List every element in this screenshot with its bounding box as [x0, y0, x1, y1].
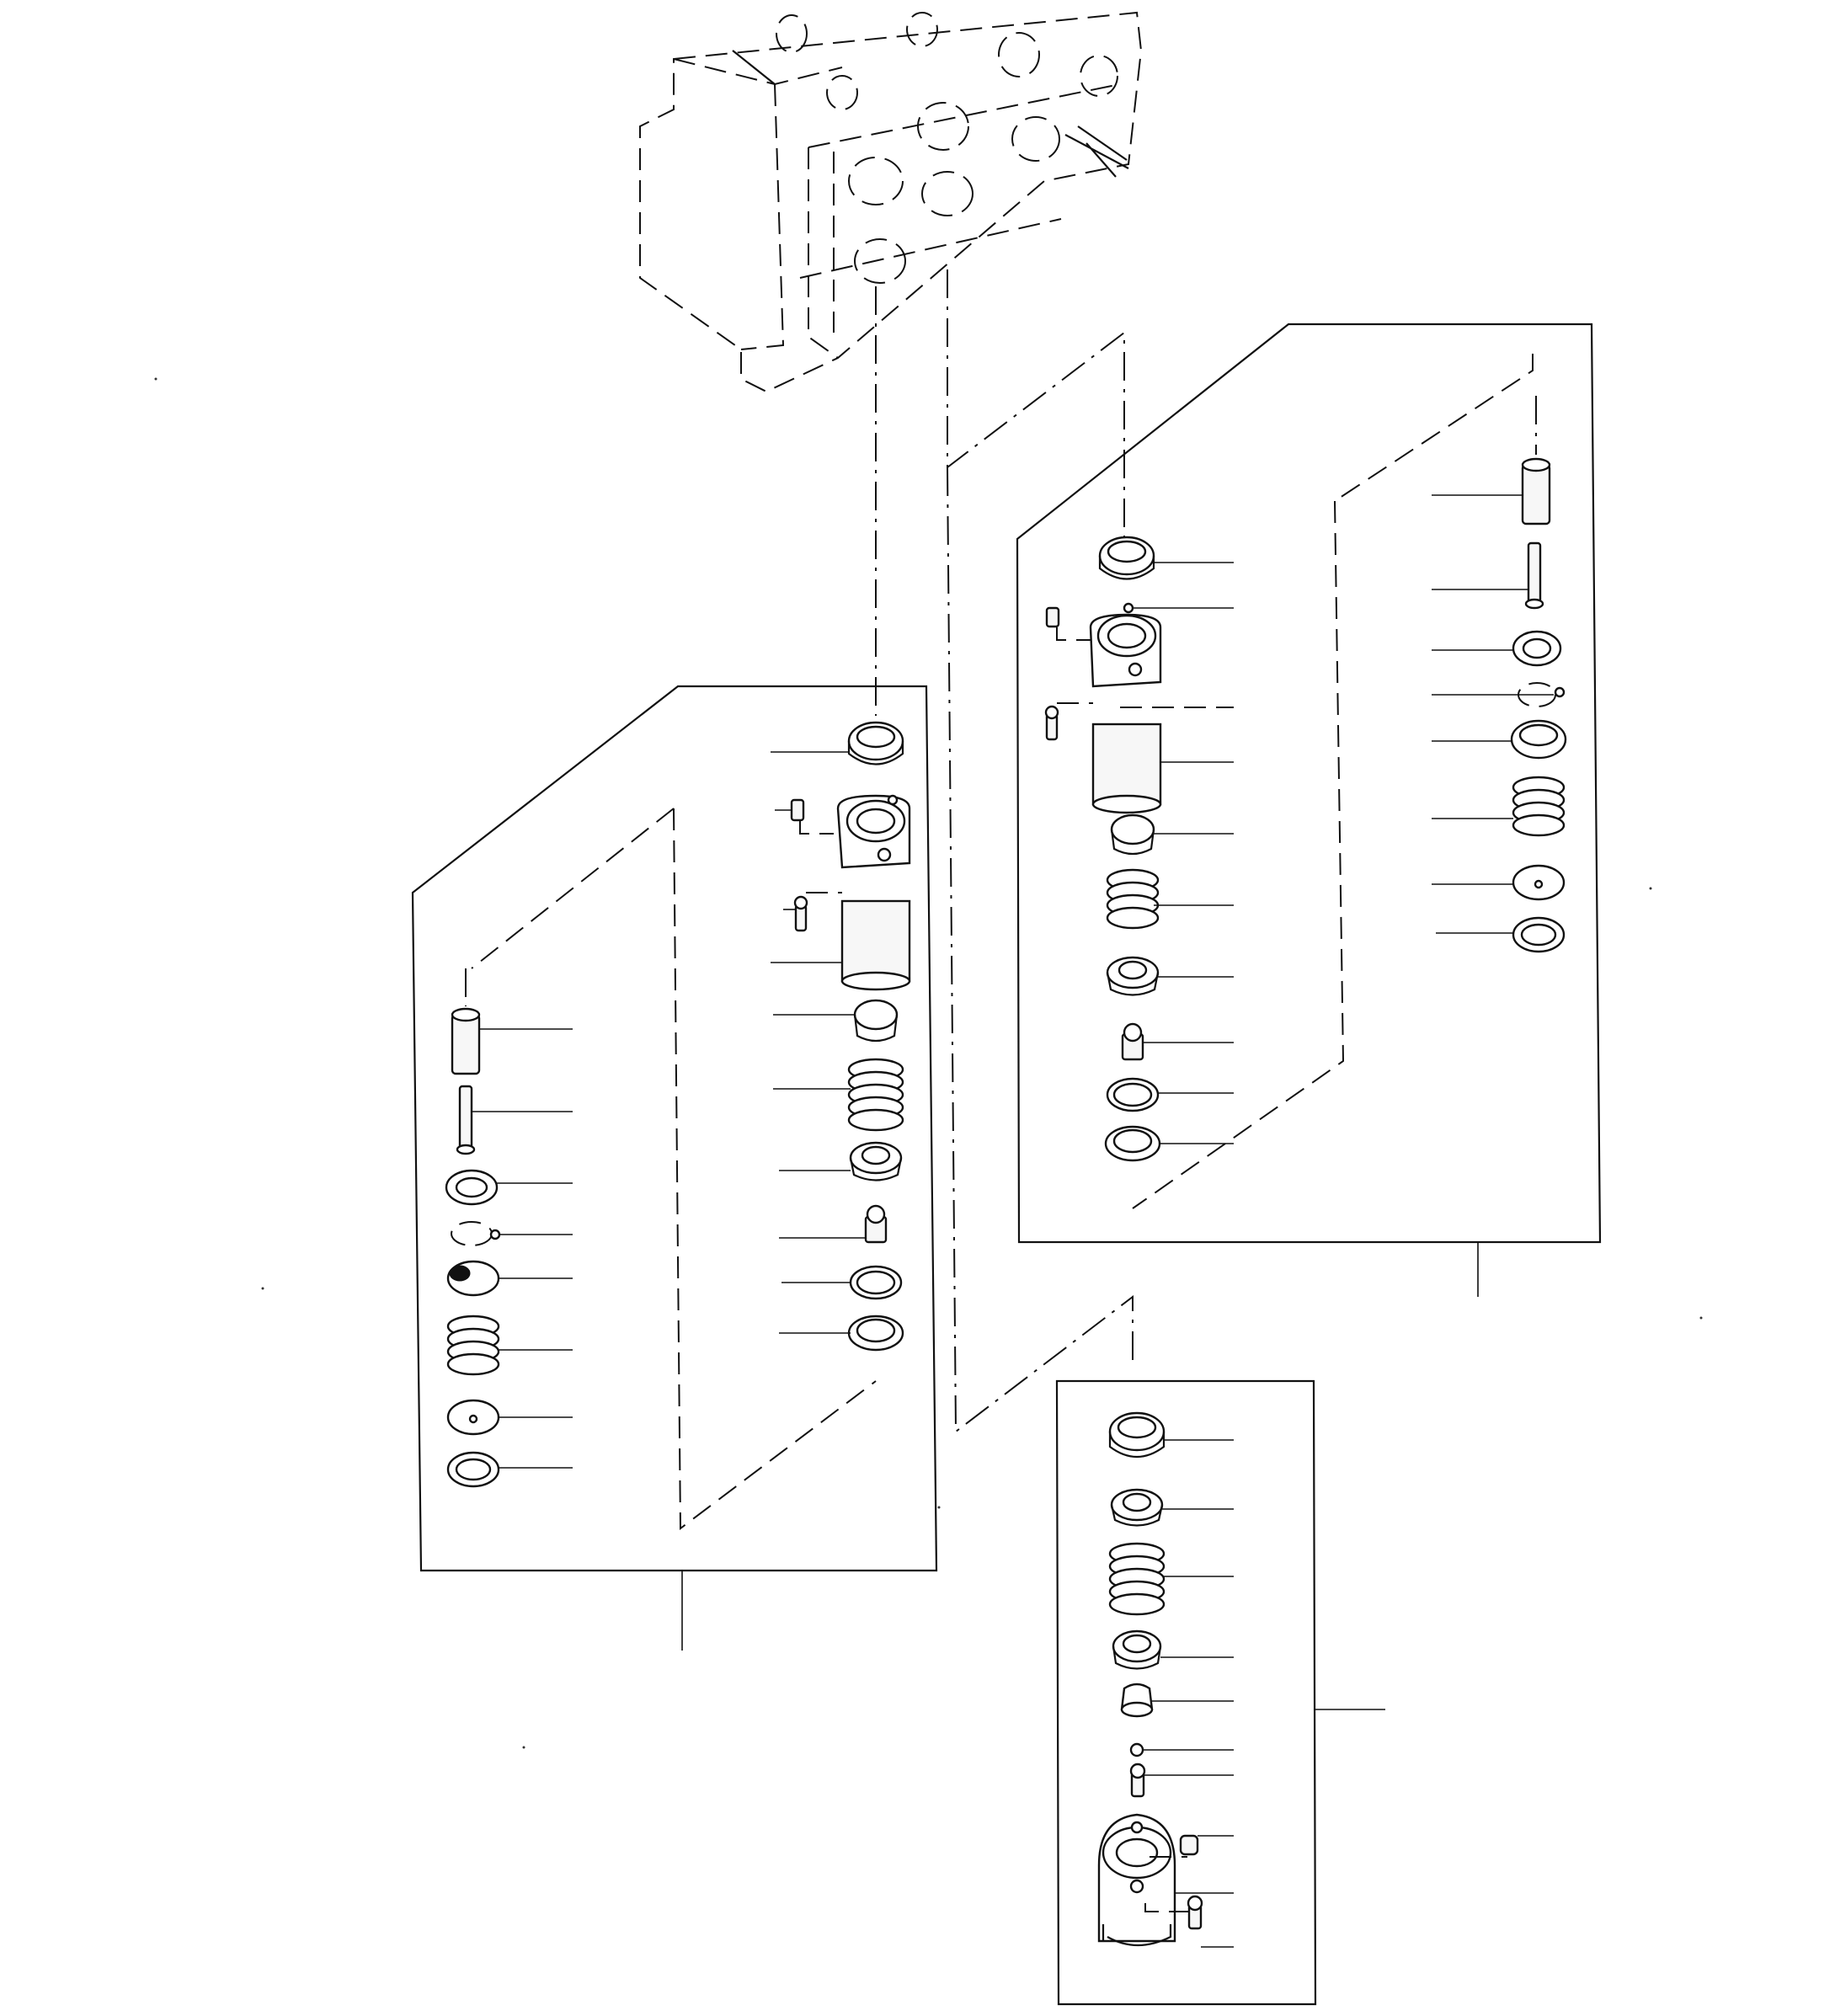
piston-bottom-icon [1120, 1683, 1234, 1718]
seat-ring-bottom-icon [1108, 1411, 1234, 1458]
ball-right-icon [1432, 682, 1566, 707]
plug-small-icon [775, 798, 834, 835]
scan-dots [154, 377, 1703, 1749]
poppet-right-icon [1110, 813, 1234, 856]
center-lines [875, 269, 1134, 1434]
spring-bottom-icon [1108, 1542, 1234, 1616]
needle-pin-icon [456, 1085, 573, 1155]
relief-valve-right-icon [1016, 323, 1602, 1297]
spring-icon [773, 1058, 904, 1132]
seat-washer-icon [445, 1169, 573, 1206]
screw-small-bottom-icon [1144, 1895, 1234, 1948]
seat-washer-right-icon [1432, 630, 1562, 667]
ring-left-icon [446, 1451, 573, 1488]
poppet-bottom-icon [1112, 1629, 1234, 1670]
screw-bottom-icon [1129, 1763, 1234, 1798]
cap-disc-right-icon [1432, 864, 1566, 901]
plug-bottom-icon [1179, 1834, 1234, 1856]
seat-ring-icon [771, 721, 904, 765]
pilot-plunger-right-icon [1432, 396, 1551, 525]
relief-valve-left-icon [411, 685, 938, 1651]
ring-right-icon [1436, 916, 1566, 953]
screw-small-icon [783, 892, 842, 932]
piston-right-icon [1121, 1022, 1234, 1061]
flange-body-icon [771, 794, 911, 991]
spring-seat-right-icon [1432, 719, 1567, 760]
ball-icon [451, 1221, 573, 1246]
backup-ring-icon [779, 1315, 904, 1352]
relief-valve-bottom-icon [1055, 1379, 1385, 2006]
plug-small-right-icon [1045, 606, 1091, 641]
pilot-plunger-icon [451, 968, 573, 1075]
flange-body-right-icon [1089, 602, 1234, 814]
o-ring-right-icon [1106, 1077, 1234, 1112]
piston-icon [779, 1204, 888, 1244]
sleeve-bottom-icon [1110, 1488, 1234, 1527]
sleeve-icon [779, 1141, 903, 1181]
screw-small-right-icon [1044, 702, 1234, 741]
ball-bottom-icon [1129, 1742, 1234, 1757]
backup-ring-right-icon [1104, 1125, 1234, 1162]
needle-pin-right-icon [1432, 541, 1544, 610]
spring-left-icon [446, 1315, 573, 1376]
sleeve-right-icon [1106, 956, 1234, 996]
spring-main-right-icon [1106, 868, 1234, 930]
poppet-icon [773, 999, 899, 1043]
seat-ring-right-icon [1098, 536, 1234, 580]
valve-block-outline-icon [639, 11, 1143, 393]
spring-seat-icon [446, 1260, 573, 1297]
cap-disc-icon [446, 1399, 573, 1436]
flange-body-bottom-icon [1097, 1813, 1234, 1947]
o-ring-icon [781, 1265, 903, 1300]
spring-right-icon [1432, 776, 1566, 837]
